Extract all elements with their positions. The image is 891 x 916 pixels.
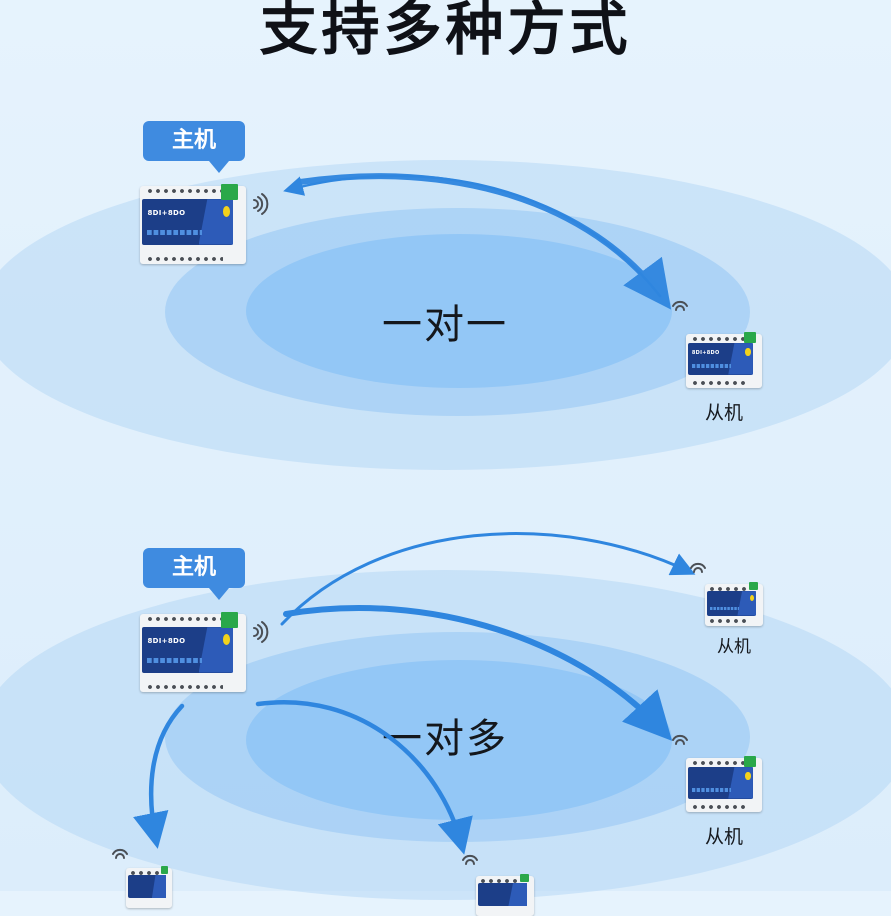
wifi-icon [112,848,128,859]
arrow-to-slave-5 [255,700,473,855]
wifi-icon [672,300,688,311]
slave-label-3: 从机 [704,826,743,848]
slave-device-1: 8DI+8DO [686,332,762,388]
page-title: 支持多种方式 [259,0,632,63]
arrow-to-slave-2 [280,532,696,626]
ellipse-inner-2 [246,660,672,820]
slave-label-1: 从机 [704,402,743,424]
master-device-2: 8DI+8DO [140,612,246,692]
device-model-label: 8DI+8DO [147,209,186,218]
arrow-one-to-one-return [283,174,662,298]
arrow-one-to-one [297,173,672,310]
arrow-to-slave-4 [133,703,185,849]
master-bubble-2: 主机 [143,548,245,600]
ellipse-inner-1 [246,234,672,388]
wifi-icon [672,734,688,745]
device-model-label: 8DI+8DO [691,350,720,357]
wifi-icon [462,854,478,865]
slave-label-2: 从机 [717,637,751,657]
mode-label-one-to-one: 一对一 [382,302,508,348]
wifi-icon [690,562,706,573]
device-model-label: 8DI+8DO [147,637,186,646]
master-bubble-1: 主机 [143,121,245,173]
slave-device-2 [705,582,763,626]
arrow-to-slave-3 [283,605,673,741]
slave-device-3 [686,756,762,812]
mode-label-one-to-many: 一对多 [382,716,508,762]
wifi-icon [253,621,269,643]
master-device-1: 8DI+8DO [140,184,246,264]
wifi-icon [253,193,269,215]
connection-arrows [112,173,706,865]
